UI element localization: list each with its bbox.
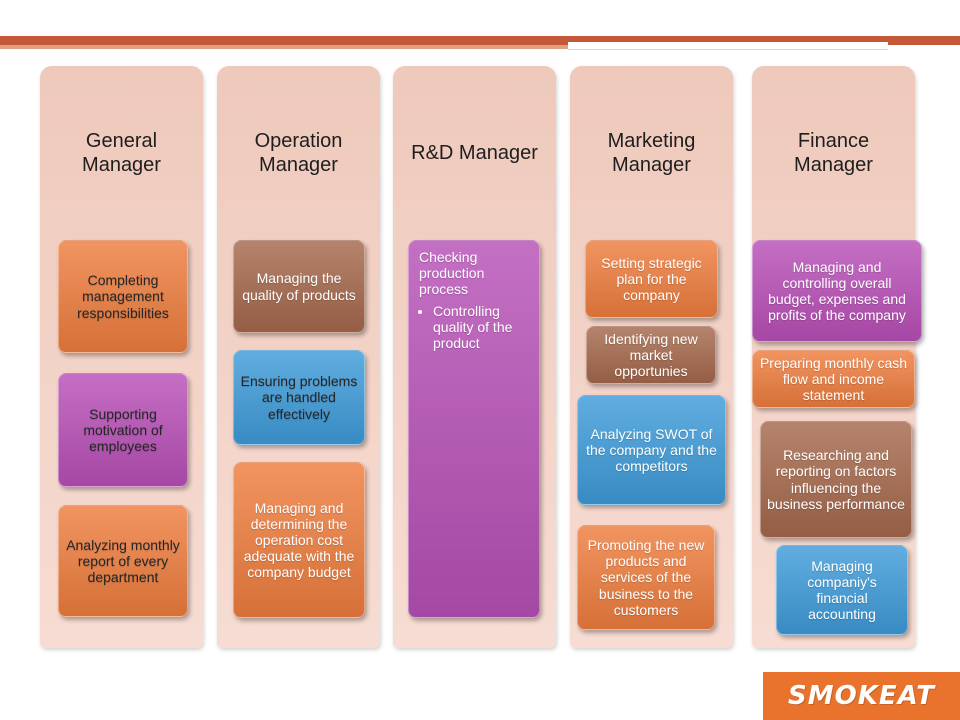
- column-operation-manager: Operation Manager Managing the quality o…: [217, 66, 380, 648]
- responsibility-text: Managing and determining the operation c…: [243, 499, 355, 581]
- column-title: R&D Manager: [393, 118, 556, 188]
- header-rule-gap: [568, 42, 888, 50]
- column-title-text: Marketing Manager: [607, 130, 696, 176]
- column-general-manager: General Manager Completing management re…: [40, 66, 203, 648]
- responsibility-text: Identifying new market opportunies: [604, 330, 698, 380]
- responsibility-box: Managing and controlling overall budget,…: [752, 240, 922, 342]
- responsibility-text: Completing management responsibilities: [77, 272, 169, 321]
- bullet-list: Controlling quality of the product: [419, 303, 529, 351]
- column-title: General Manager: [40, 118, 203, 188]
- column-title: Marketing Manager: [570, 118, 733, 188]
- header-rule-accent: [0, 45, 568, 49]
- responsibility-box: Checking production process Controlling …: [408, 240, 540, 618]
- responsibility-box: Managing and determining the operation c…: [233, 462, 365, 618]
- responsibility-text: Managing companiy's financial accounting: [807, 557, 877, 623]
- responsibility-text: Managing and controlling overall budget,…: [768, 258, 906, 324]
- column-title: Finance Manager: [752, 118, 915, 188]
- responsibility-text: Analyzing monthly report of every depart…: [66, 536, 180, 586]
- responsibility-box: Analyzing SWOT of the company and the co…: [577, 395, 726, 505]
- responsibility-box: Managing the quality of products: [233, 240, 365, 333]
- responsibility-text: Promoting the new products and services …: [587, 537, 705, 618]
- brand-logo-text: SMOKEAT: [788, 681, 935, 711]
- responsibility-text: Supporting motivation of employees: [83, 405, 163, 455]
- responsibility-box: Researching and reporting on factors inf…: [760, 421, 912, 538]
- responsibility-text: Setting strategic plan for the company: [601, 254, 702, 304]
- responsibility-box: Analyzing monthly report of every depart…: [58, 505, 188, 617]
- responsibility-text: Researching and reporting on factors inf…: [767, 447, 905, 512]
- responsibility-box: Promoting the new products and services …: [577, 525, 715, 630]
- column-title-text: Operation Manager: [254, 130, 343, 176]
- responsibility-box: Identifying new market opportunies: [586, 326, 716, 384]
- column-marketing-manager: Marketing Manager Setting strategic plan…: [570, 66, 733, 648]
- responsibility-text: Ensuring problems are handled effectivel…: [240, 373, 358, 422]
- column-title: Operation Manager: [217, 118, 380, 188]
- column-title-text: R&D Manager: [411, 142, 538, 164]
- column-title-text: General Manager: [82, 130, 161, 176]
- responsibility-text: Preparing monthly cash flow and income s…: [759, 354, 908, 404]
- header-rule: [0, 36, 960, 45]
- column-title-text: Finance Manager: [794, 130, 873, 176]
- bullet-item: Controlling quality of the product: [433, 303, 529, 351]
- column-rd-manager: R&D Manager Checking production process …: [393, 66, 556, 648]
- responsibility-box: Completing management responsibilities: [58, 240, 188, 353]
- responsibility-list: Checking production process Controlling …: [419, 249, 529, 352]
- responsibility-text: Managing the quality of products: [242, 270, 356, 303]
- responsibility-box: Preparing monthly cash flow and income s…: [752, 350, 915, 408]
- responsibility-text: Checking production process: [419, 249, 485, 298]
- responsibility-text: Analyzing SWOT of the company and the co…: [586, 425, 717, 475]
- responsibility-box: Supporting motivation of employees: [58, 373, 188, 487]
- responsibility-box: Managing companiy's financial accounting: [776, 545, 908, 635]
- responsibility-box: Ensuring problems are handled effectivel…: [233, 350, 365, 445]
- brand-logo: SMOKEAT: [763, 672, 960, 720]
- column-finance-manager: Finance Manager Managing and controlling…: [752, 66, 922, 648]
- responsibility-box: Setting strategic plan for the company: [585, 240, 718, 318]
